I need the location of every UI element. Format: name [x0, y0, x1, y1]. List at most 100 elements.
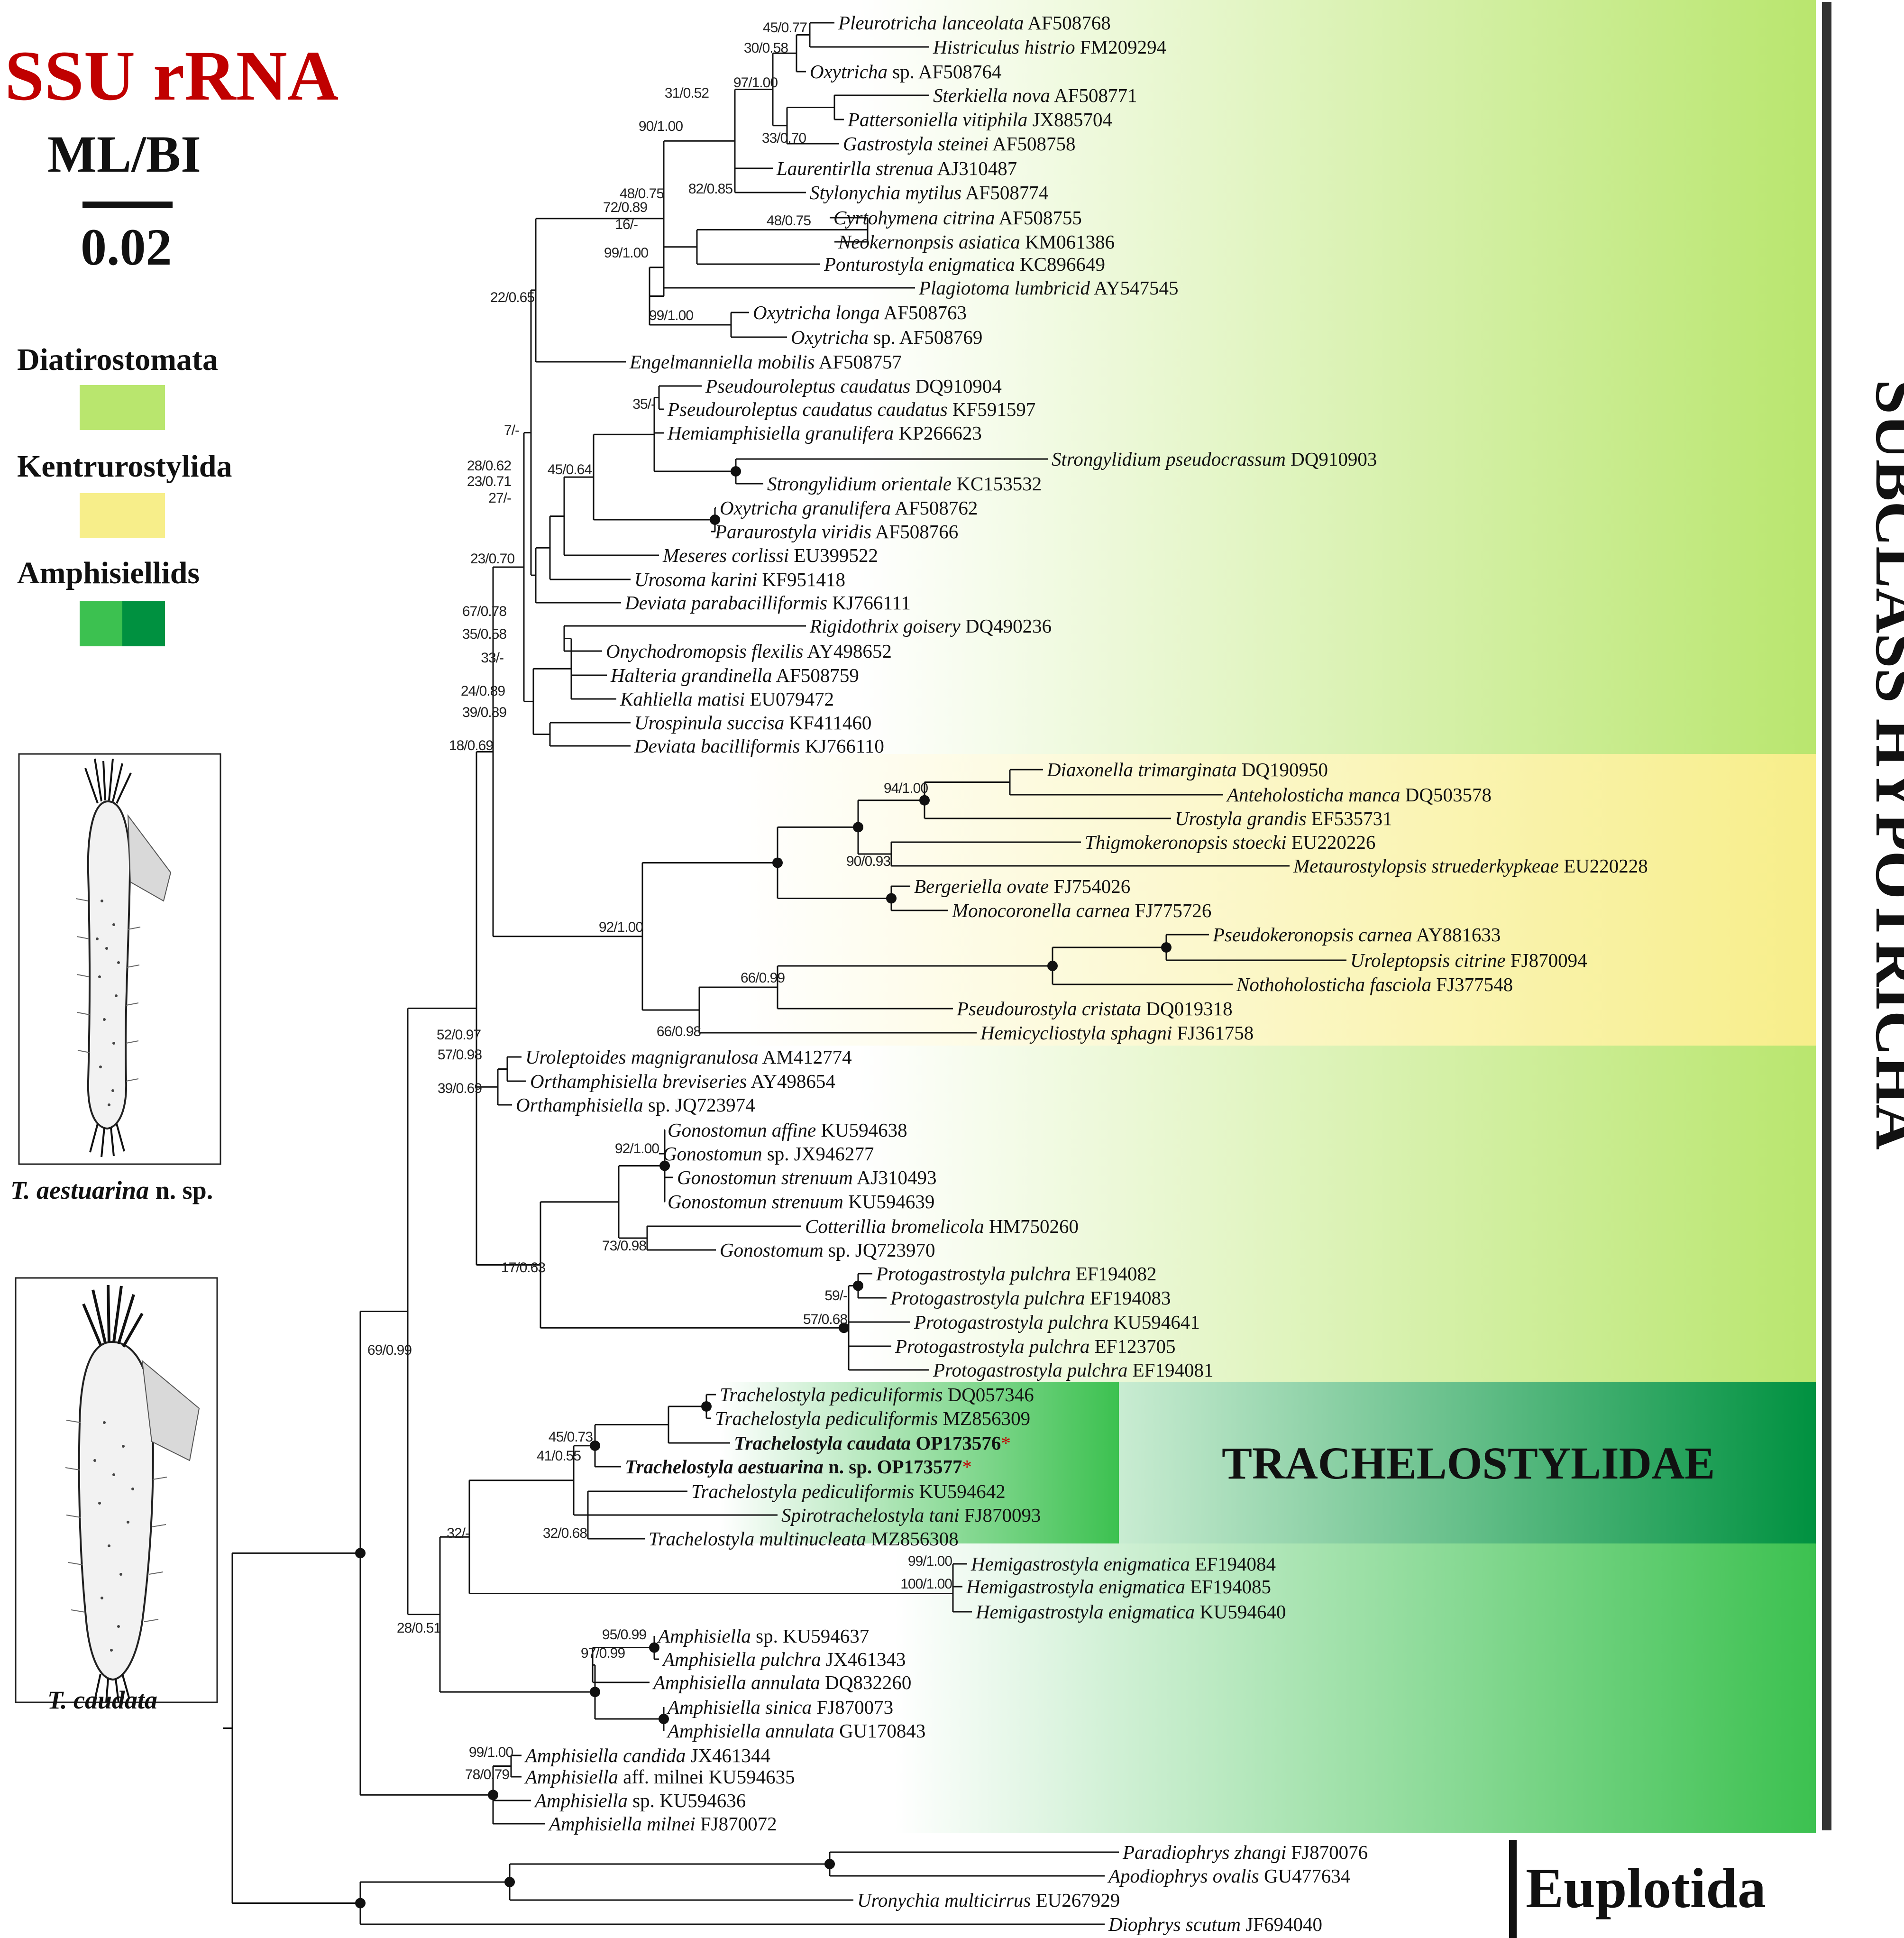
- taxon-label: Cotterillia bromelicola HM750260: [805, 1215, 1079, 1237]
- taxon-label: Uronychia multicirrus EU267929: [857, 1889, 1120, 1911]
- taxon-label: Protogastrostyla pulchra EF123705: [895, 1335, 1176, 1357]
- taxon-label: Trachelostyla multinucleata MZ856308: [649, 1528, 959, 1550]
- support-value: 7/-: [504, 423, 519, 438]
- node-dot: [701, 1401, 712, 1412]
- support-value: 100/1.00: [900, 1576, 952, 1592]
- method-label: ML/BI: [47, 125, 201, 183]
- support-value: 28/0.51: [397, 1620, 441, 1636]
- node-dot: [731, 466, 741, 477]
- taxon-label: Gastrostyla steinei AF508758: [843, 133, 1076, 155]
- taxon-label: Urosoma karini KF951418: [634, 569, 845, 590]
- support-value: 97/1.00: [733, 75, 778, 91]
- taxon-label: Trachelostyla aestuarina n. sp. OP173577…: [625, 1456, 972, 1478]
- taxon-label: Amphisiella candida JX461344: [524, 1745, 770, 1766]
- taxon-label: Gonostomum sp. JQ723970: [720, 1239, 935, 1261]
- taxon-label: Hemicycliostyla sphagni FJ361758: [980, 1022, 1254, 1044]
- taxon-label: Plagiotoma lumbricid AY547545: [918, 277, 1178, 299]
- support-value: 23/0.70: [470, 551, 514, 567]
- taxon-label: Halteria grandinella AF508759: [610, 664, 859, 686]
- taxon-label: Pseudouroleptus caudatus caudatus KF5915…: [667, 398, 1035, 420]
- taxon-label: Strongylidium orientale KC153532: [767, 473, 1042, 495]
- taxon-label: Diaxonella trimarginata DQ190950: [1046, 759, 1328, 781]
- taxon-label: Amphisiella aff. milnei KU594635: [524, 1766, 795, 1788]
- outgroup-label: Euplotida: [1526, 1856, 1766, 1920]
- support-value: 99/1.00: [469, 1745, 513, 1760]
- taxon-label: Hemigastrostyla enigmatica EF194084: [970, 1553, 1276, 1575]
- taxon-label: Deviata parabacilliformis KJ766111: [624, 592, 911, 614]
- support-value: 27/-: [488, 490, 511, 506]
- amphisiellids-band: [588, 1543, 1816, 1833]
- support-value: 32/0.68: [543, 1525, 587, 1541]
- taxon-label: Thigmokeronopsis stoecki EU220226: [1085, 831, 1375, 853]
- taxon-label: Oxytricha granulifera AF508762: [720, 497, 978, 519]
- taxon-label: Protogastrostyla pulchra KU594641: [914, 1311, 1200, 1333]
- taxon-label: Amphisiella pulchra JX461343: [661, 1648, 906, 1670]
- taxon-label: Trachelostyla pediculiformis MZ856309: [715, 1407, 1030, 1429]
- taxon-label: Oxytricha sp. AF508769: [791, 326, 982, 348]
- taxon-label: Gonostomun strenuum AJ310493: [677, 1166, 936, 1188]
- taxon-label: Urospinula succisa KF411460: [634, 712, 871, 734]
- support-value: 18/0.69: [449, 738, 493, 753]
- taxon-label: Strongylidium pseudocrassum DQ910903: [1052, 448, 1377, 470]
- support-value: 17/0.63: [501, 1260, 545, 1276]
- euplotida-bar: [1509, 1840, 1517, 1938]
- tree-leaf-labels: Pleurotricha lanceolata AF508768Histricu…: [516, 12, 1648, 1935]
- support-value: 39/0.89: [462, 705, 506, 720]
- taxon-label: Kahliella matisi EU079472: [620, 688, 834, 710]
- support-value: 39/0.69: [438, 1081, 482, 1096]
- node-dot: [659, 1160, 670, 1171]
- taxon-label: Trachelostyla pediculiformis KU594642: [691, 1480, 1006, 1502]
- support-value: 92/1.00: [599, 919, 643, 935]
- support-value: 32/-: [447, 1525, 469, 1541]
- support-value: 66/0.98: [657, 1024, 701, 1039]
- taxon-label: Pseudourostyla cristata DQ019318: [956, 998, 1233, 1020]
- taxon-label: Pattersoniella vitiphila JX885704: [847, 109, 1112, 130]
- support-value: 30/0.58: [744, 40, 788, 56]
- support-value: 45/0.64: [548, 462, 592, 478]
- support-value: 23/0.71: [467, 474, 511, 489]
- taxon-label: Diophrys scutum JF694040: [1108, 1913, 1322, 1935]
- support-value: 99/1.00: [649, 308, 693, 323]
- taxon-label: Protogastrostyla pulchra EF194082: [876, 1263, 1157, 1285]
- taxon-label: Paraurostyla viridis AF508766: [714, 521, 958, 542]
- taxon-label: Anteholosticha manca DQ503578: [1226, 784, 1492, 806]
- hypotricha-bar: [1822, 2, 1831, 1830]
- legend-swatch-amphisiellids-light: [80, 601, 122, 646]
- taxon-label: Sterkiella nova AF508771: [933, 84, 1137, 106]
- node-dot: [839, 1323, 849, 1333]
- support-value: 22/0.65: [490, 290, 534, 305]
- support-value: 52/0.97: [437, 1027, 481, 1043]
- kentrurostylida-band: [588, 754, 1816, 1046]
- tree-support-values: 45/0.7730/0.5831/0.5297/1.0090/1.0033/0.…: [367, 20, 952, 1782]
- taxon-label: Pseudouroleptus caudatus DQ910904: [705, 375, 1002, 397]
- taxon-label: Laurentirlla strenua AJ310487: [776, 157, 1017, 179]
- family-label: TRACHELOSTYLIDAE: [1222, 1438, 1715, 1488]
- legend-swatch-kentrurostylida: [80, 493, 165, 538]
- taxon-label: Bergeriella ovate FJ754026: [914, 875, 1130, 897]
- subclass-label: SUBCLASS HYPOTRICHA: [1863, 379, 1904, 1150]
- specimen-caudata: T. caudata: [15, 1277, 218, 1714]
- support-value: 31/0.52: [665, 85, 709, 101]
- support-value: 67/0.78: [462, 604, 506, 619]
- node-dot: [853, 822, 863, 833]
- node-dot: [590, 1440, 600, 1451]
- support-value: 35/0.58: [462, 626, 506, 642]
- support-value: 59/-: [824, 1288, 847, 1304]
- support-value: 99/1.00: [604, 245, 648, 261]
- taxon-label: Oxytricha longa AF508763: [753, 302, 967, 323]
- taxon-label: Ponturostyla enigmatica KC896649: [824, 253, 1105, 275]
- taxon-label: Urostyla grandis EF535731: [1175, 808, 1392, 829]
- support-value: 92/1.00: [615, 1141, 659, 1157]
- support-value: 90/1.00: [639, 119, 683, 134]
- support-value: 90/0.93: [846, 854, 890, 869]
- ciliate-drawing-aestuarina: [75, 758, 172, 1157]
- specimen-aestuarina: T. aestuarina n. sp.: [10, 753, 221, 1204]
- taxon-label: Rigidothrix goisery DQ490236: [809, 615, 1052, 637]
- taxon-label: Uroleptopsis citrine FJ870094: [1350, 949, 1587, 971]
- figure-title: SSU rRNA: [5, 37, 339, 115]
- node-dot: [1047, 961, 1058, 971]
- taxon-label: Deviata bacilliformis KJ766110: [634, 735, 884, 757]
- support-value: 33/0.70: [762, 130, 806, 146]
